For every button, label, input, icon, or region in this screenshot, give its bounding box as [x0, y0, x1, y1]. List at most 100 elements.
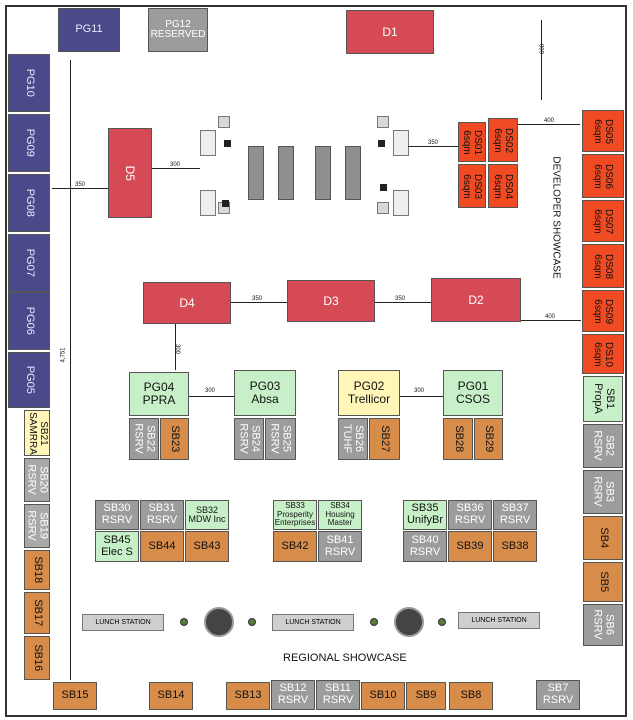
booth-ds08[interactable]: DS08 6sqm [582, 244, 624, 288]
booth-label: DS04 6sqm [492, 173, 515, 199]
booth-label: SB4 [597, 527, 610, 549]
booth-pg04[interactable]: PG04 PPRA [129, 372, 189, 416]
booth-label: SB27 [379, 425, 392, 453]
booth-sb25[interactable]: SB25 RSRV [265, 418, 296, 460]
booth-sb41[interactable]: SB41 RSRV [318, 531, 362, 562]
booth-sb2[interactable]: SB2 RSRV [583, 424, 623, 468]
table [200, 130, 216, 156]
booth-pg11[interactable]: PG11 [58, 8, 120, 52]
booth-pg01[interactable]: PG01 CSOS [443, 370, 503, 416]
booth-sb7[interactable]: SB7 RSRV [536, 680, 580, 710]
booth-label: SB30 RSRV [101, 502, 133, 526]
booth-d4[interactable]: D4 [143, 282, 231, 324]
booth-sb3[interactable]: SB3 RSRV [583, 470, 623, 514]
booth-label: PG01 CSOS [455, 379, 490, 406]
booth-sb4[interactable]: SB4 [583, 516, 623, 560]
booth-sb34[interactable]: SB34 Housing Master [318, 500, 362, 530]
booth-label: SB6 RSRV [592, 609, 616, 641]
booth-sb20[interactable]: SB20 RSRV [24, 458, 50, 502]
booth-d3[interactable]: D3 [287, 280, 375, 322]
booth-pg02[interactable]: PG02 Trellicor [338, 370, 400, 416]
booth-label: SB45 Elec S [101, 533, 133, 558]
booth-sb1[interactable]: SB1 PropA [583, 376, 623, 422]
lunch-station: LUNCH STATION [458, 612, 540, 629]
booth-label: DS09 6sqm [592, 298, 615, 324]
booth-label: SB13 [234, 689, 262, 702]
booth-sb45[interactable]: SB45 Elec S [95, 531, 139, 562]
booth-sb28[interactable]: SB28 [443, 418, 473, 460]
booth-pg09[interactable]: PG09 [8, 114, 50, 172]
dimension-line [375, 302, 431, 303]
booth-ds01[interactable]: DS01 6sqm [458, 122, 486, 162]
booth-ds09[interactable]: DS09 6sqm [582, 290, 624, 332]
booth-pg08[interactable]: PG08 [8, 174, 50, 232]
booth-sb36[interactable]: SB36 RSRV [448, 500, 492, 530]
booth-d1[interactable]: D1 [346, 10, 434, 54]
booth-label: SB38 [501, 539, 529, 552]
booth-pg07[interactable]: PG07 [8, 234, 50, 292]
table [393, 130, 409, 156]
booth-sb42[interactable]: SB42 [273, 531, 317, 562]
booth-label: PG02 Trellicor [347, 379, 391, 406]
booth-sb9[interactable]: SB9 [406, 682, 446, 710]
booth-sb8[interactable]: SB8 [449, 682, 493, 710]
booth-label: D2 [468, 292, 484, 307]
booth-sb32[interactable]: SB32 MDW Inc [185, 500, 229, 530]
booth-ds10[interactable]: DS10 6sqm [582, 334, 624, 374]
booth-ds03[interactable]: DS03 6sqm [458, 164, 486, 208]
booth-sb13[interactable]: SB13 [226, 682, 270, 710]
dimension-label: 400 [545, 314, 556, 320]
booth-label: PG10 [23, 68, 36, 98]
booth-pg10[interactable]: PG10 [8, 54, 50, 112]
booth-sb23[interactable]: SB23 [160, 418, 189, 460]
booth-sb38[interactable]: SB38 [493, 531, 537, 562]
booth-ds04[interactable]: DS04 6sqm [488, 164, 518, 208]
booth-sb17[interactable]: SB17 [24, 592, 50, 634]
booth-ds02[interactable]: DS02 6sqm [488, 118, 518, 162]
booth-label: DS06 6sqm [592, 163, 615, 189]
booth-sb39[interactable]: SB39 [448, 531, 492, 562]
booth-label: SB11 RSRV [322, 682, 354, 706]
booth-sb15[interactable]: SB15 [53, 682, 97, 710]
booth-ds05[interactable]: DS05 6sqm [582, 110, 624, 152]
booth-pg06[interactable]: PG06 [8, 292, 50, 350]
booth-sb16[interactable]: SB16 [24, 636, 50, 680]
booth-sb35[interactable]: SB35 UnifyBr [403, 500, 447, 530]
dimension-label: 600 [540, 43, 547, 55]
booth-sb22[interactable]: SB22 RSRV [129, 418, 159, 460]
booth-sb27[interactable]: SB27 [369, 418, 400, 460]
booth-sb44[interactable]: SB44 [140, 531, 184, 562]
booth-sb33[interactable]: SB33 Prosperity Enterprises [273, 500, 317, 530]
booth-label: SB36 RSRV [454, 502, 486, 526]
booth-d5[interactable]: D5 [108, 128, 152, 218]
booth-pg05[interactable]: PG05 [8, 352, 50, 408]
booth-ds06[interactable]: DS06 6sqm [582, 154, 624, 198]
booth-label: SB15 [61, 689, 89, 702]
booth-sb29[interactable]: SB29 [474, 418, 503, 460]
booth-label: SB34 Housing Master [325, 501, 355, 528]
booth-label: PG09 [23, 128, 36, 158]
dimension-label: 350 [75, 182, 86, 188]
booth-sb40[interactable]: SB40 RSRV [403, 531, 447, 562]
booth-label: SB22 RSRV [133, 423, 157, 455]
booth-label: SB43 [193, 539, 221, 552]
booth-sb26[interactable]: SB26 TUHF [338, 418, 368, 460]
booth-sb12[interactable]: SB12 RSRV [271, 680, 315, 710]
booth-sb6[interactable]: SB6 RSRV [583, 604, 623, 646]
booth-sb18[interactable]: SB18 [24, 550, 50, 590]
booth-sb5[interactable]: SB5 [583, 562, 623, 602]
booth-sb14[interactable]: SB14 [149, 682, 193, 710]
booth-sb43[interactable]: SB43 [185, 531, 229, 562]
booth-sb24[interactable]: SB24 RSRV [234, 418, 264, 460]
booth-pg03[interactable]: PG03 Absa [234, 370, 296, 416]
booth-sb21[interactable]: SB21 SAMRRA [24, 410, 50, 456]
booth-sb11[interactable]: SB11 RSRV [316, 680, 360, 710]
booth-sb19[interactable]: SB19 RSRV [24, 504, 50, 548]
booth-pg12[interactable]: PG12 RESERVED [148, 8, 208, 52]
booth-d2[interactable]: D2 [431, 278, 521, 322]
booth-sb10[interactable]: SB10 [361, 682, 405, 710]
booth-sb37[interactable]: SB37 RSRV [493, 500, 537, 530]
booth-sb30[interactable]: SB30 RSRV [95, 500, 139, 530]
booth-ds07[interactable]: DS07 6sqm [582, 200, 624, 242]
booth-sb31[interactable]: SB31 RSRV [140, 500, 184, 530]
